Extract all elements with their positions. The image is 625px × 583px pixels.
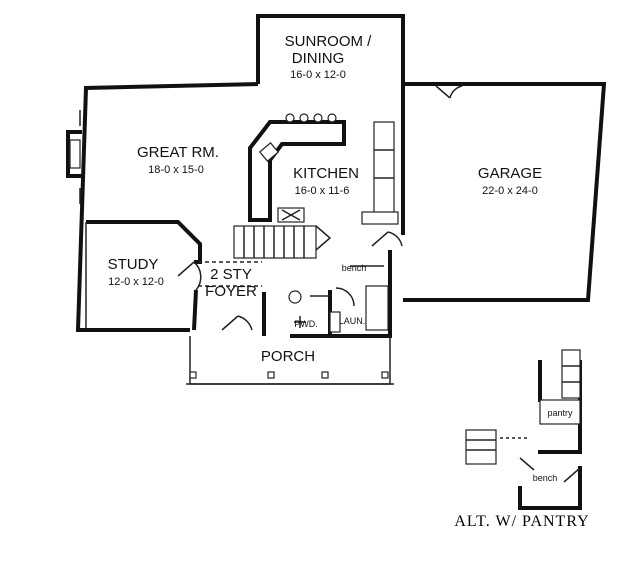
alt-pantry-label: pantry bbox=[547, 408, 573, 418]
alt-pantry-plan bbox=[465, 349, 582, 510]
garage-size: 22-0 x 24-0 bbox=[482, 185, 538, 197]
study-label: STUDY bbox=[108, 256, 159, 273]
stairs bbox=[233, 225, 332, 259]
alt-plan-caption: ALT. W/ PANTRY bbox=[454, 513, 589, 530]
porch-label: PORCH bbox=[261, 348, 315, 365]
foyer-label: 2 STY bbox=[210, 266, 252, 283]
porch-walls bbox=[186, 336, 394, 385]
sunroom-label-2: DINING bbox=[292, 50, 345, 67]
garage-label: GARAGE bbox=[478, 165, 542, 182]
hall-walls bbox=[198, 231, 403, 336]
kitchen-label: KITCHEN bbox=[293, 165, 359, 182]
study-size: 12-0 x 12-0 bbox=[108, 276, 164, 288]
bench-label: bench bbox=[342, 263, 367, 273]
great-room-size: 18-0 x 15-0 bbox=[148, 164, 204, 176]
foyer-label-2: FOYER bbox=[205, 283, 257, 300]
house-walls bbox=[66, 82, 405, 338]
kitchen-counters bbox=[248, 113, 399, 225]
great-room-label: GREAT RM. bbox=[137, 144, 219, 161]
kitchen-size: 16-0 x 11-6 bbox=[295, 185, 350, 197]
sunroom-walls bbox=[256, 14, 405, 84]
sunroom-size: 16-0 x 12-0 bbox=[290, 69, 346, 81]
alt-bench-label: bench bbox=[533, 473, 558, 483]
sunroom-label: SUNROOM / bbox=[285, 33, 373, 50]
laundry-label: LAUN. bbox=[339, 316, 366, 326]
garage-walls bbox=[403, 82, 607, 302]
powder-room-label: PWD. bbox=[294, 319, 318, 329]
